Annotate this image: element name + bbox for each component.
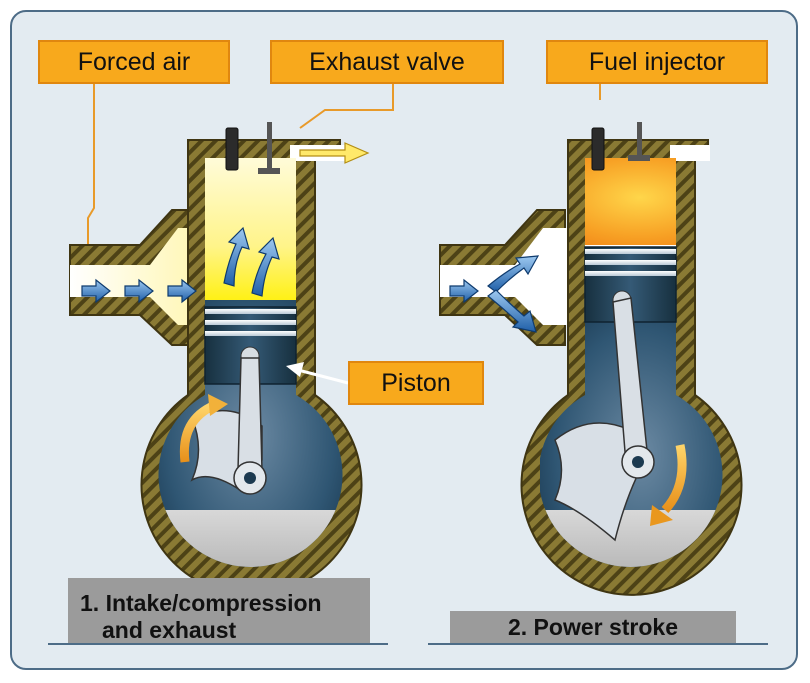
exhaust-valve-stem-2 — [637, 122, 642, 158]
airflow-arrow-icon — [487, 289, 537, 333]
forced-air-label: Forced air — [38, 40, 230, 84]
exhaust-flow-arrow-icon — [299, 142, 370, 164]
exhaust-valve-stem — [267, 122, 272, 170]
exhaust-valve-head-2 — [628, 155, 650, 161]
airflow-arrow-icon — [223, 226, 250, 287]
airflow-arrow-icon — [124, 278, 154, 304]
airflow-arrow-icon — [449, 278, 479, 304]
fuel-injector-1 — [225, 127, 239, 171]
caption-stage-1-line-2: and exhaust — [102, 617, 237, 643]
exhaust-valve-text: Exhaust valve — [309, 47, 465, 76]
engine-power-stroke — [439, 82, 743, 596]
exhaust-valve-head — [258, 168, 280, 174]
airflow-arrow-icon — [167, 278, 197, 304]
caption-stage-2-text: 2. Power stroke — [507, 614, 679, 640]
crankpin-hole-2 — [632, 456, 644, 468]
rotation-arrow-icon-2 — [650, 505, 673, 526]
airflow-arrow-icon — [81, 278, 111, 304]
rotation-arrow-icon — [208, 394, 228, 416]
exhaust-valve-label: Exhaust valve — [270, 40, 504, 84]
airflow-arrow-icon — [251, 236, 280, 297]
piston-ring — [585, 249, 676, 254]
fuel-injector-2 — [591, 127, 605, 171]
piston-pointer-icon — [286, 362, 304, 377]
caption-stage-1: 1. Intake/compression and exhaust — [68, 578, 370, 644]
forced-air-leader — [87, 82, 95, 262]
piston-text: Piston — [381, 368, 451, 397]
exhaust-port-2 — [670, 145, 710, 161]
engine-intake-compression — [69, 82, 394, 596]
piston-ring — [585, 271, 676, 276]
caption-stage-1-line-1: 1. Intake/compression — [80, 590, 322, 616]
caption-underline-1 — [48, 643, 388, 645]
forced-air-text: Forced air — [77, 47, 191, 76]
airflow-arrow-icon — [487, 255, 540, 293]
fuel-injector-label: Fuel injector — [546, 40, 768, 84]
piston-ring — [205, 309, 296, 314]
piston-ring — [585, 260, 676, 265]
connecting-rod — [237, 357, 263, 471]
exhaust-valve-leader — [299, 82, 394, 129]
caption-underline-2 — [428, 643, 768, 645]
fuel-injector-text: Fuel injector — [588, 47, 726, 76]
caption-stage-2: 2. Power stroke — [450, 611, 736, 644]
piston-label: Piston — [348, 361, 484, 405]
intake-channel — [70, 228, 205, 325]
piston-ring — [205, 331, 296, 336]
piston-ring — [205, 320, 296, 325]
crankpin-hole — [244, 472, 256, 484]
